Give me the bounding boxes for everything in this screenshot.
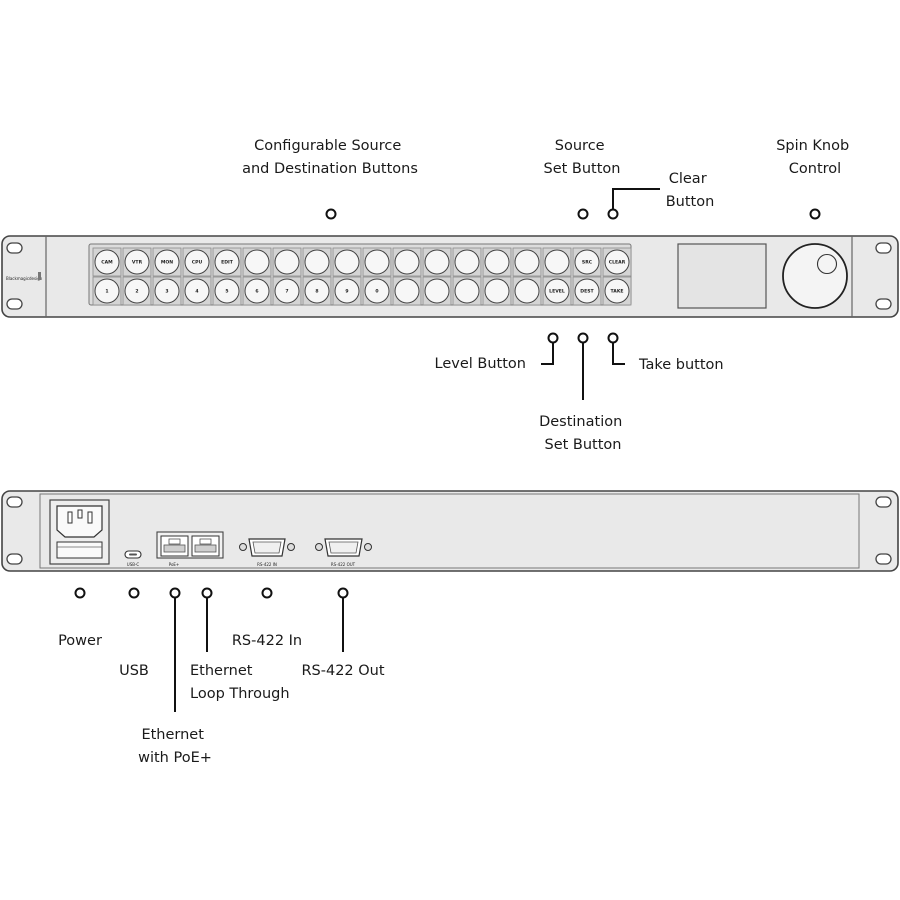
panel-button-blank[interactable] <box>454 249 480 275</box>
panel-button-take[interactable] <box>604 278 630 304</box>
panel-button-blank[interactable] <box>544 249 570 275</box>
callout-level: Level Button <box>435 356 526 372</box>
ethernet-poe-port[interactable] <box>160 535 189 557</box>
callout-source-set: Source Set Button <box>544 138 621 177</box>
button-label: EDIT <box>221 260 234 266</box>
panel-button-3[interactable] <box>154 278 180 304</box>
rear-panel: USB-C PoE+ RS-422 IN <box>1 490 899 572</box>
button-label: MON <box>161 260 173 266</box>
panel-button-blank[interactable] <box>244 249 270 275</box>
panel-button-9[interactable] <box>334 278 360 304</box>
panel-button-blank[interactable] <box>334 249 360 275</box>
panel-button-blank[interactable] <box>454 278 480 304</box>
callout-power: Power <box>58 633 102 649</box>
rack-hole <box>875 496 892 508</box>
spin-knob[interactable] <box>782 243 848 309</box>
panel-button-1[interactable] <box>94 278 120 304</box>
panel-button-blank[interactable] <box>484 278 510 304</box>
button-label: SRC <box>582 260 593 266</box>
rs422-out-label: RS-422 OUT <box>331 562 356 567</box>
button-label: 9 <box>345 289 348 295</box>
callout-rs422-in: RS-422 In <box>232 633 302 649</box>
callout-spin-knob: Spin Knob Control <box>776 138 854 177</box>
panel-button-blank[interactable] <box>364 249 390 275</box>
rack-hole <box>875 553 892 565</box>
callout-destination-set: Destination Set Button <box>539 414 627 453</box>
rack-hole <box>6 242 23 254</box>
brand-logo: Blackmagicdesign <box>6 276 43 281</box>
panel-button-6[interactable] <box>244 278 270 304</box>
panel-button-5[interactable] <box>214 278 240 304</box>
panel-button-clear[interactable] <box>604 249 630 275</box>
button-grid: CAM VTR MON CPU EDIT SRC CLEAR 1 2 3 4 5 6 7 8 9 0 LEVEL D… <box>92 247 632 306</box>
usb-c-port[interactable] <box>124 550 142 559</box>
panel-button-mon[interactable] <box>154 249 180 275</box>
usb-c-label: USB-C <box>127 562 140 567</box>
button-label: CPU <box>192 260 203 266</box>
callout-ethernet-loop: Ethernet Loop Through <box>190 663 290 702</box>
rack-hole <box>6 496 23 508</box>
panel-button-blank[interactable] <box>394 278 420 304</box>
power-inlet[interactable] <box>49 499 110 565</box>
button-label: 5 <box>225 289 228 295</box>
rear-chassis <box>1 490 899 572</box>
poe-label: PoE+ <box>169 562 180 567</box>
panel-button-cam[interactable] <box>94 249 120 275</box>
panel-button-blank[interactable] <box>304 249 330 275</box>
spin-knob-dimple <box>816 253 838 275</box>
rack-hole <box>6 553 23 565</box>
panel-button-blank[interactable] <box>484 249 510 275</box>
panel-button-7[interactable] <box>274 278 300 304</box>
panel-button-8[interactable] <box>304 278 330 304</box>
rs422-in-label: RS-422 IN <box>257 562 277 567</box>
callout-clear: Clear Button <box>666 171 715 210</box>
button-label: 6 <box>255 289 258 295</box>
button-label: 3 <box>165 289 168 295</box>
button-label: CLEAR <box>609 260 626 266</box>
rack-hole <box>6 298 23 310</box>
panel-button-cpu[interactable] <box>184 249 210 275</box>
panel-button-src[interactable] <box>574 249 600 275</box>
button-label: 8 <box>315 289 318 295</box>
rs422-out-port[interactable] <box>315 538 372 557</box>
panel-button-blank[interactable] <box>424 249 450 275</box>
button-label: LEVEL <box>549 289 565 295</box>
callout-rs422-out: RS-422 Out <box>301 663 384 679</box>
button-label: 0 <box>375 289 378 295</box>
panel-button-2[interactable] <box>124 278 150 304</box>
button-label: DEST <box>580 289 594 295</box>
panel-button-dest[interactable] <box>574 278 600 304</box>
panel-button-blank[interactable] <box>514 278 540 304</box>
button-label: 2 <box>135 289 138 295</box>
ethernet-loop-port[interactable] <box>191 535 220 557</box>
callout-ethernet-poe: Ethernet with PoE+ <box>138 727 212 766</box>
rack-hole <box>875 242 892 254</box>
callout-usb: USB <box>119 663 149 679</box>
button-label: VTR <box>132 260 143 266</box>
rs422-in-port[interactable] <box>239 538 295 557</box>
panel-button-4[interactable] <box>184 278 210 304</box>
front-panel: Blackmagicdesign CAM VTR MON CPU EDIT SRC CLEA… <box>1 235 899 318</box>
lcd-screen <box>677 243 767 309</box>
panel-button-blank[interactable] <box>274 249 300 275</box>
panel-button-edit[interactable] <box>214 249 240 275</box>
panel-button-blank[interactable] <box>514 249 540 275</box>
rack-hole <box>875 298 892 310</box>
panel-button-blank[interactable] <box>394 249 420 275</box>
callout-take: Take button <box>638 357 724 373</box>
panel-button-level[interactable] <box>544 278 570 304</box>
panel-button-blank[interactable] <box>424 278 450 304</box>
button-label: 4 <box>195 289 198 295</box>
button-label: TAKE <box>610 289 623 295</box>
ethernet-ports[interactable] <box>156 531 224 559</box>
front-callouts <box>325 188 821 400</box>
rear-callouts <box>74 587 349 712</box>
button-label: 1 <box>105 289 108 295</box>
panel-button-vtr[interactable] <box>124 249 150 275</box>
button-label: CAM <box>101 260 113 266</box>
panel-button-0[interactable] <box>364 278 390 304</box>
button-label: 7 <box>285 289 288 295</box>
callout-configurable: Configurable Source and Destination Butt… <box>242 138 418 177</box>
